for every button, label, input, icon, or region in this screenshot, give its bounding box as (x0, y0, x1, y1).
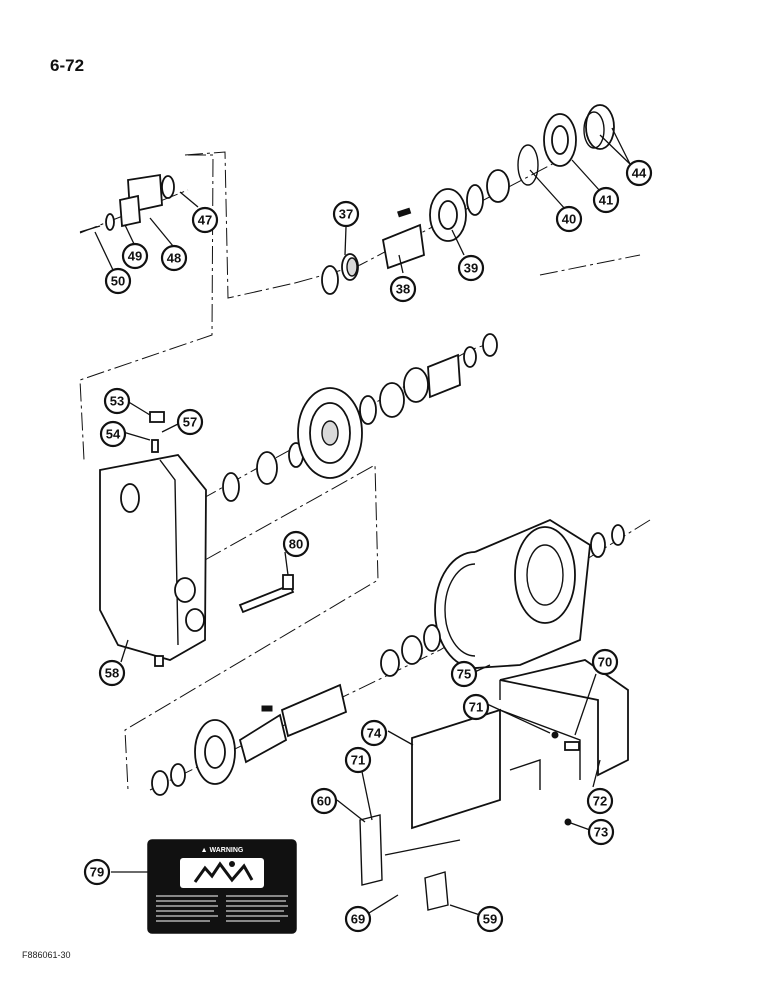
svg-text:71: 71 (469, 700, 483, 715)
svg-text:58: 58 (105, 666, 119, 681)
callout-49: 49 (121, 242, 149, 270)
bell-housing (434, 518, 625, 669)
svg-text:37: 37 (339, 207, 353, 222)
callout-54: 54 (99, 420, 127, 448)
svg-text:48: 48 (167, 251, 181, 266)
callout-44: 44 (625, 159, 653, 187)
svg-text:60: 60 (317, 794, 331, 809)
svg-text:80: 80 (289, 537, 303, 552)
lower-brackets (359, 814, 461, 911)
callout-59: 59 (476, 905, 504, 933)
entanglement-hazard-icon (193, 861, 254, 883)
svg-text:57: 57 (183, 415, 197, 430)
svg-text:79: 79 (90, 865, 104, 880)
svg-text:49: 49 (128, 249, 142, 264)
svg-text:74: 74 (367, 726, 382, 741)
svg-text:75: 75 (457, 667, 471, 682)
lower-shaft-assembly (151, 624, 441, 796)
svg-text:53: 53 (110, 394, 124, 409)
svg-text:70: 70 (598, 655, 612, 670)
leader-lines (94, 127, 631, 916)
svg-text:59: 59 (483, 912, 497, 927)
decal-pictogram-area (180, 858, 264, 888)
svg-text:69: 69 (351, 912, 365, 927)
callout-73: 73 (587, 818, 615, 846)
decal-header (150, 842, 294, 856)
svg-text:50: 50 (111, 274, 125, 289)
callout-75: 75 (450, 660, 478, 688)
svg-text:41: 41 (599, 193, 613, 208)
callouts: 37 38 39 40 41 44 47 48 49 50 53 54 57 5… (83, 159, 653, 933)
callout-57: 57 (176, 408, 204, 436)
callout-37: 37 (332, 200, 360, 228)
svg-text:71: 71 (351, 753, 365, 768)
svg-text:72: 72 (593, 794, 607, 809)
callout-69: 69 (344, 905, 372, 933)
svg-text:73: 73 (594, 825, 608, 840)
gearbox-housing (99, 411, 207, 667)
callout-48: 48 (160, 244, 188, 272)
decal-title: ▲ WARNING (201, 847, 244, 854)
callout-47: 47 (191, 206, 219, 234)
callout-41: 41 (592, 186, 620, 214)
callout-60: 60 (310, 787, 338, 815)
svg-text:47: 47 (198, 213, 212, 228)
callout-39: 39 (457, 254, 485, 282)
callout-79: 79 (83, 858, 111, 886)
callout-40: 40 (555, 205, 583, 233)
callout-74: 74 (360, 719, 388, 747)
callout-70: 70 (591, 648, 619, 676)
callout-71b: 71 (344, 746, 372, 774)
callout-50: 50 (104, 267, 132, 295)
svg-text:54: 54 (106, 427, 121, 442)
figure-code: F886061-30 (22, 950, 71, 960)
callout-80: 80 (282, 530, 310, 558)
svg-text:38: 38 (396, 282, 410, 297)
middle-shaft-assembly (222, 333, 498, 502)
yoke-assembly (79, 173, 175, 233)
bolt-80 (238, 574, 295, 614)
warning-decal: ▲ WARNING (147, 839, 297, 934)
callout-71a: 71 (462, 693, 490, 721)
upper-shaft-assembly (321, 104, 615, 295)
callout-72: 72 (586, 787, 614, 815)
person-head-icon (229, 861, 235, 867)
callout-53: 53 (103, 387, 131, 415)
callout-58: 58 (98, 659, 126, 687)
callout-38: 38 (389, 275, 417, 303)
svg-text:39: 39 (464, 261, 478, 276)
svg-text:44: 44 (632, 166, 647, 181)
decal-fine-print (156, 895, 288, 922)
page-number: 6-72 (50, 56, 85, 75)
svg-text:40: 40 (562, 212, 576, 227)
